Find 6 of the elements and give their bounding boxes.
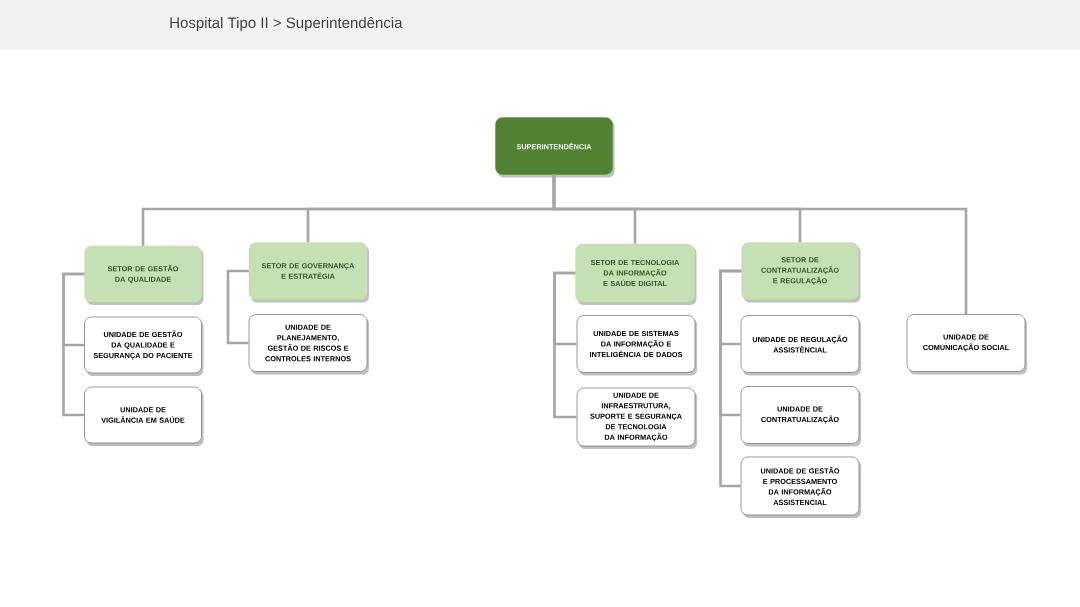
connector-line	[226, 269, 249, 345]
connector-line	[719, 269, 742, 488]
breadcrumb-title: Hospital Tipo II > Superintendência	[170, 17, 403, 31]
connector-line	[552, 174, 968, 315]
connector-line	[553, 271, 577, 419]
connector-line	[62, 272, 85, 417]
